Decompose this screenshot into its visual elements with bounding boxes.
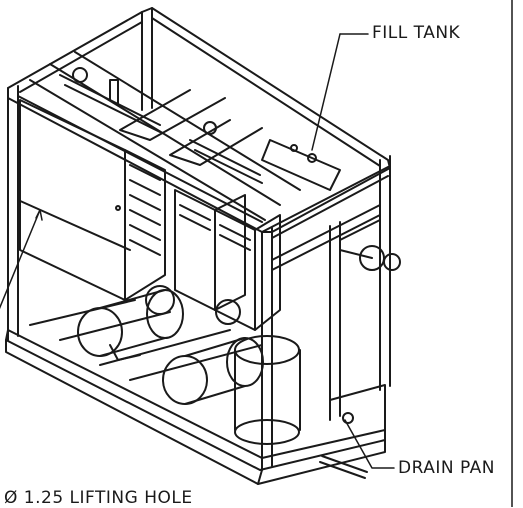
- pump: [145, 285, 241, 325]
- fill-tank: [261, 139, 341, 191]
- drive-units: [174, 189, 281, 331]
- fill-tank-leader-diag: [311, 33, 341, 151]
- motor-right: [162, 337, 264, 405]
- frame-mid-rails: [17, 199, 381, 271]
- expansion-tank: [234, 335, 301, 445]
- drain-outlet: [319, 412, 368, 479]
- lifting-hole-arrowhead: [35, 209, 43, 221]
- leader-lines: [0, 33, 395, 469]
- drain-pan-leader: [344, 419, 395, 469]
- electrical-enclosure: [19, 99, 166, 301]
- skid-base: [5, 299, 386, 485]
- top-piping: [59, 67, 263, 184]
- lifting-hole-label: Ø 1.25 LIFTING HOLE: [4, 488, 193, 508]
- lifting-hole-leader: [0, 209, 41, 310]
- motor-left: [77, 289, 184, 361]
- valve-assembly: [339, 245, 401, 271]
- frame-top: [7, 7, 391, 239]
- fill-tank-label: FILL TANK: [372, 23, 461, 43]
- drain-pan-label: DRAIN PAN: [398, 458, 495, 478]
